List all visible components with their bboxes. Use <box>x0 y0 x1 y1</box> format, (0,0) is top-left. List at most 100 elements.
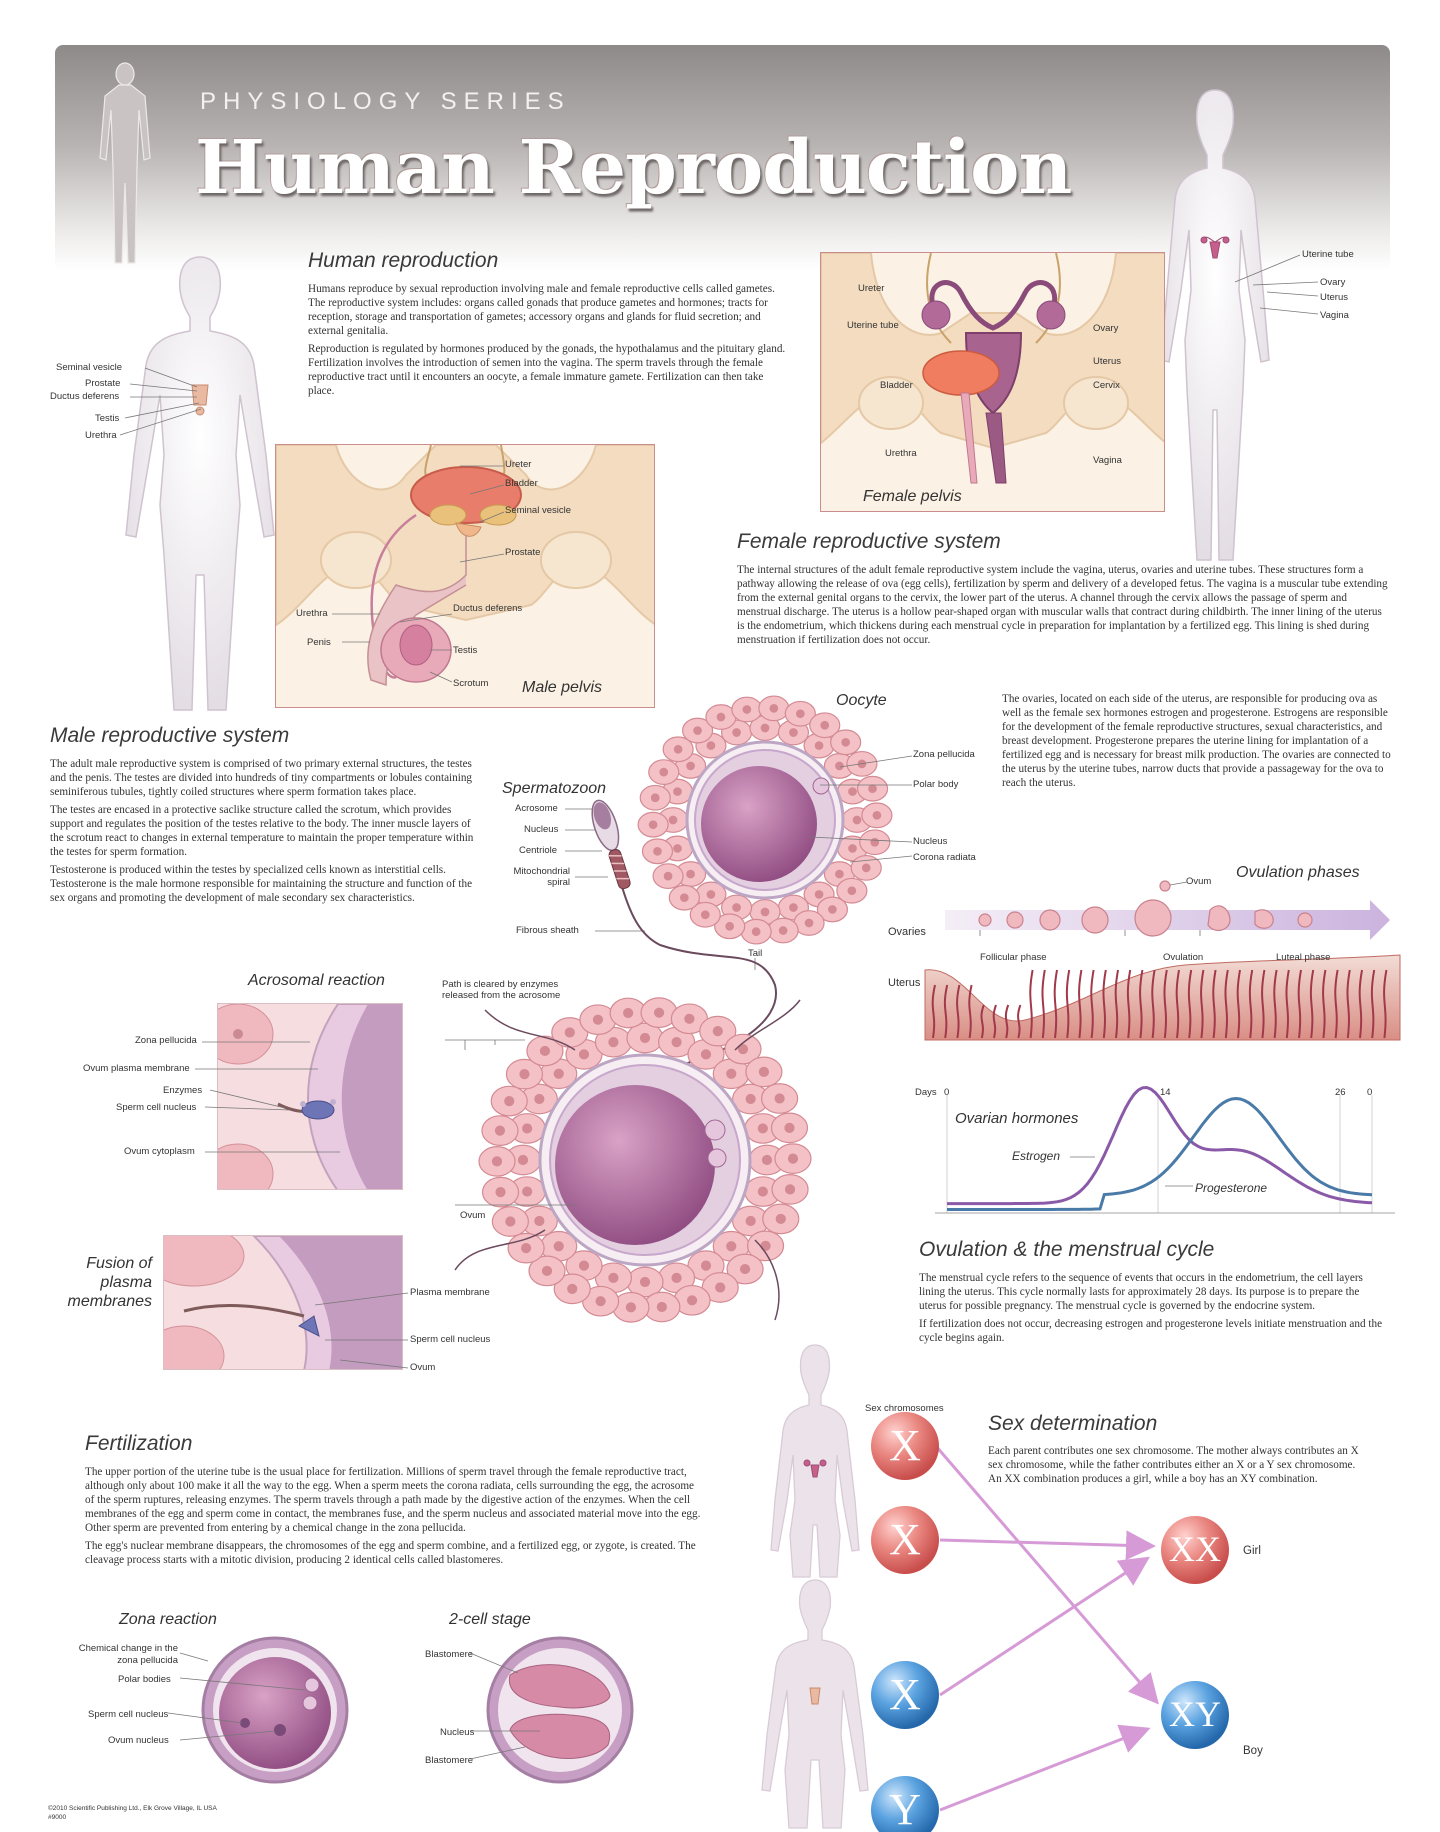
chromosome-x1-text: X <box>889 1421 921 1470</box>
male-pelvis-seminal-vesicle: Seminal vesicle <box>505 505 571 516</box>
corona-cell-nucleus <box>861 863 871 873</box>
corona-cell-nucleus <box>592 1014 604 1025</box>
estrogen-curve <box>947 1085 1373 1206</box>
corona-cell-nucleus <box>715 1282 726 1293</box>
sex-determination-mother-figure-icon <box>770 1344 860 1578</box>
fusion-ovum: Ovum <box>410 1362 436 1373</box>
sex-chromosomes-label: Sex chromosomes <box>865 1403 944 1414</box>
fertilization-egg-illustration <box>445 997 812 1323</box>
oocyte-nucleus: Nucleus <box>913 836 948 847</box>
two-cell-nucleus: Nucleus <box>440 1727 475 1738</box>
female-pelvis-uterine-tube: Uterine tube <box>847 320 899 331</box>
female-figure-vagina: Vagina <box>1320 310 1349 321</box>
sperm-acrosome: Acrosome <box>515 803 558 814</box>
male-label-prostate: Prostate <box>85 378 121 389</box>
endometrium-vessel <box>1017 1004 1022 1039</box>
endometrium-vessel <box>1383 969 1388 1039</box>
corona-cell-nucleus <box>742 705 752 714</box>
endometrium-vessel <box>1334 969 1339 1039</box>
ovulation-uterus-label: Uterus <box>888 977 921 989</box>
female-figure-uterine-tube: Uterine tube <box>1302 249 1354 260</box>
two-cell-blastomere-bottom: Blastomere <box>425 1755 474 1766</box>
male-system-p1: The adult male reproductive system is co… <box>50 758 473 798</box>
endometrium-vessel <box>1370 969 1376 1039</box>
male-pelvis-leaders <box>332 465 505 683</box>
endometrium-vessel <box>1151 969 1156 1039</box>
female-pelvis-vagina: Vagina <box>1093 455 1122 466</box>
corona-cell-nucleus <box>491 1156 503 1167</box>
corona-cell-nucleus <box>650 793 660 803</box>
estrogen-label: Estrogen <box>1012 1149 1061 1163</box>
two-cell-illustration <box>469 1636 634 1784</box>
corona-cell-nucleus <box>847 886 857 896</box>
corona-cell-nucleus <box>828 905 837 914</box>
endometrium-vessel <box>943 984 949 1039</box>
corona-cell-nucleus <box>789 903 798 912</box>
hormone-chart-tick-0-end: 0 <box>1367 1087 1373 1098</box>
corona-cell-nucleus <box>745 1093 756 1105</box>
endometrium-vessel <box>1187 969 1193 1039</box>
human-reproduction-text: Humans reproduce by sexual reproduction … <box>308 282 790 402</box>
ovulation-ovum-label: Ovum <box>1186 876 1212 887</box>
corona-cell-nucleus <box>758 1066 770 1077</box>
corona-cell-nucleus <box>778 926 788 935</box>
endometrium-vessel <box>968 984 973 1039</box>
fertilization-p1: The upper portion of the uterine tube is… <box>85 1466 701 1534</box>
corona-cell-nucleus <box>784 1122 795 1133</box>
corona-cell-nucleus <box>700 910 710 920</box>
corona-cell-nucleus <box>745 1215 756 1227</box>
female-system-title: Female reproductive system <box>737 530 1001 553</box>
corona-cell-nucleus <box>757 1123 768 1134</box>
acrosomal-leaders <box>195 1041 340 1153</box>
endometrium-vessel <box>1236 969 1241 1039</box>
human-reproduction-p1: Humans reproduce by sexual reproduction … <box>308 283 775 337</box>
chromosome-ball-mother-x1 <box>871 1412 939 1480</box>
corona-cell-nucleus <box>700 1049 712 1060</box>
endometrium-vessel <box>1248 969 1254 1039</box>
corona-cell-nucleus <box>534 1215 545 1227</box>
corona-cell-nucleus <box>693 726 702 735</box>
male-pelvis-ductus-deferens: Ductus deferens <box>453 603 523 614</box>
corona-cell-nucleus <box>673 844 682 853</box>
corona-cell-nucleus <box>784 1184 796 1195</box>
ovulation-ovulation-label: Ovulation <box>1163 952 1204 963</box>
ovulation-follicular-phase: Follicular phase <box>980 952 1047 963</box>
corona-cell-nucleus <box>686 869 695 879</box>
endometrium-vessel <box>1273 969 1278 1039</box>
male-label-seminal-vesicle: Seminal vesicle <box>56 362 122 373</box>
corona-cell-nucleus <box>726 1068 737 1079</box>
menstrual-text: The menstrual cycle refers to the sequen… <box>919 1271 1389 1349</box>
corona-cell-nucleus <box>522 1186 533 1197</box>
male-pelvis-urethra: Urethra <box>296 608 328 619</box>
corona-cell-nucleus <box>505 1216 516 1227</box>
menstrual-p1: The menstrual cycle refers to the sequen… <box>919 1272 1363 1312</box>
zona-reaction-illustration <box>167 1636 349 1784</box>
corona-cell-nucleus <box>725 921 735 931</box>
female-pelvis-bladder: Bladder <box>880 380 913 391</box>
male-pelvis-prostate: Prostate <box>505 547 541 558</box>
chromosome-ball-father-y <box>871 1776 939 1832</box>
ovarian-hormones-title: Ovarian hormones <box>955 1110 1079 1127</box>
acrosomal-ovum-plasma-membrane: Ovum plasma membrane <box>83 1063 190 1074</box>
corona-cell-nucleus <box>659 767 669 777</box>
chromosome-ball-father-x <box>871 1661 939 1729</box>
endometrium-vessel <box>1139 969 1144 1039</box>
male-label-testis: Testis <box>95 413 120 424</box>
endometrium-vessel <box>1065 969 1071 1039</box>
corona-cell-nucleus <box>700 1260 712 1271</box>
corona-cell-nucleus <box>761 1154 773 1166</box>
female-pelvis-figure <box>820 252 1165 512</box>
corona-cell-nucleus <box>848 844 857 853</box>
corona-cell-nucleus <box>732 903 741 912</box>
corona-cell-nucleus <box>751 927 761 936</box>
endometrium-vessel <box>1346 969 1351 1039</box>
sex-determination-diagram <box>871 1412 1229 1832</box>
human-reproduction-p2: Reproduction is regulated by hormones pr… <box>308 343 786 397</box>
female-pelvis-illustration <box>821 253 1164 484</box>
corona-cell-nucleus <box>517 1154 529 1166</box>
endometrium-vessel <box>1358 969 1363 1039</box>
female-figure-ovary: Ovary <box>1320 277 1346 288</box>
male-pelvis-testis: Testis <box>453 645 478 656</box>
corona-cell-nucleus <box>686 761 695 771</box>
endometrium-vessel <box>980 1004 985 1039</box>
